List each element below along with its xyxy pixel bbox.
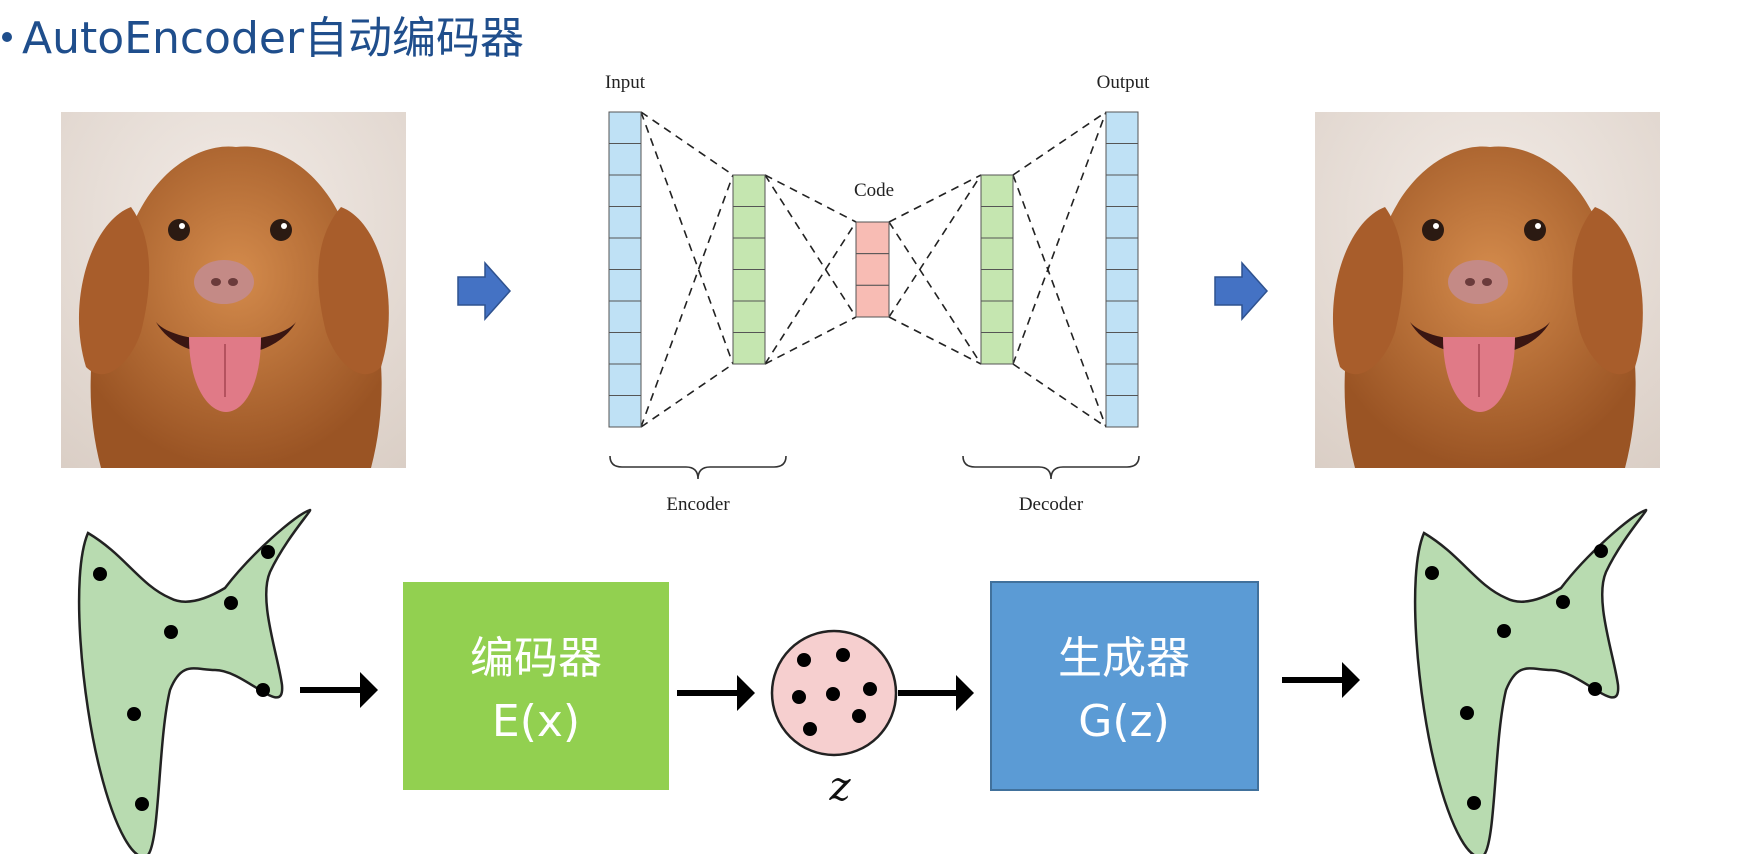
encoder-box-title: 编码器 [470, 633, 602, 684]
input-data-points [93, 545, 275, 811]
layer-cell [1105, 300, 1139, 333]
layer-cell [1105, 206, 1139, 239]
layer-cell [1105, 395, 1139, 428]
layer-cell [608, 300, 642, 333]
layer-cell [980, 237, 1014, 270]
layer-cell [1105, 174, 1139, 207]
encoder-brace [609, 455, 787, 480]
encoder-box-formula: E(x) [492, 696, 580, 747]
layer-cell [855, 253, 890, 286]
output-dog-photo [1315, 112, 1660, 468]
input-data-manifold [77, 508, 312, 854]
input-layer [608, 111, 642, 428]
layer-cell [608, 363, 642, 396]
blue-arrow-icon [457, 261, 512, 321]
layer-cell [1105, 237, 1139, 270]
slide-title: AutoEncoder自动编码器 [0, 2, 524, 66]
layer-cell [732, 269, 766, 302]
layer-cell [1105, 111, 1139, 144]
layer-cell [1105, 332, 1139, 365]
encoder-label: Encoder [666, 494, 730, 515]
latent-label: z [828, 764, 851, 810]
input-dog-photo [61, 112, 406, 468]
layer-cell [732, 174, 766, 207]
output-data-points [1425, 544, 1608, 810]
layer-cell [608, 332, 642, 365]
layer-cell [980, 300, 1014, 333]
encoder-hidden-layer [732, 174, 766, 365]
layer-cell [732, 332, 766, 365]
layer-cell [732, 206, 766, 239]
input-label: Input [605, 72, 646, 93]
blue-arrow-icon [1214, 261, 1269, 321]
layer-cell [608, 206, 642, 239]
code-label: Code [854, 180, 894, 201]
layer-cell [608, 143, 642, 176]
code-layer [855, 221, 890, 318]
decoder-brace [962, 455, 1140, 480]
layer-cell [980, 174, 1014, 207]
layer-cell [608, 269, 642, 302]
layer-cell [980, 269, 1014, 302]
layer-cell [608, 395, 642, 428]
layer-cell [855, 221, 890, 255]
layer-cell [1105, 269, 1139, 302]
decoder-label: Decoder [1019, 494, 1084, 515]
latent-points [792, 648, 877, 736]
generator-box-formula: G(z) [1078, 696, 1170, 747]
layer-cell [1105, 143, 1139, 176]
bullet-dot [2, 32, 12, 42]
layer-cell [855, 284, 890, 318]
encoder-box [403, 582, 669, 790]
generator-box-title: 生成器 [1058, 633, 1190, 684]
layer-cell [732, 300, 766, 333]
layer-cell [1105, 363, 1139, 396]
layer-cell [608, 111, 642, 144]
output-data-manifold [1413, 508, 1648, 854]
slide-title-text: AutoEncoder自动编码器 [22, 13, 525, 64]
network-connections [640, 111, 1107, 428]
layer-cell [980, 332, 1014, 365]
layer-cell [608, 174, 642, 207]
decoder-hidden-layer [980, 174, 1014, 365]
output-layer [1105, 111, 1139, 428]
layer-cell [980, 206, 1014, 239]
generator-box [990, 581, 1259, 791]
layer-cell [732, 237, 766, 270]
layer-cell [608, 237, 642, 270]
output-label: Output [1097, 72, 1151, 93]
